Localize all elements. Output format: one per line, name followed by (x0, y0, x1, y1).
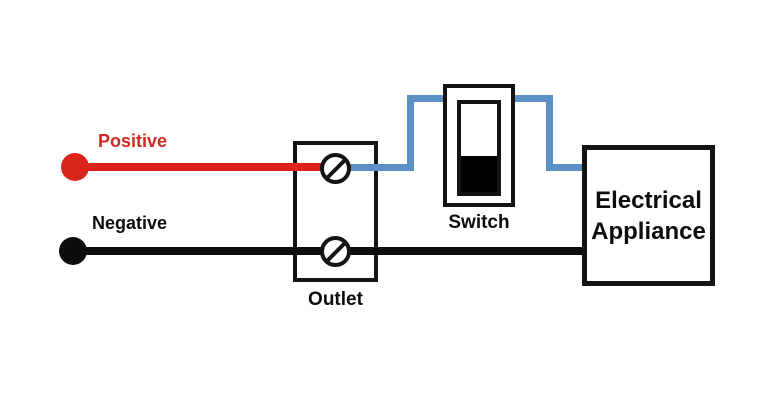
appliance-label-line2: Appliance (591, 217, 706, 245)
connector-wire-left-riser (407, 95, 414, 171)
connector-wire-from-switch (513, 95, 553, 102)
appliance-box: Electrical Appliance (582, 145, 715, 286)
connector-wire-outlet-run (350, 164, 414, 171)
connector-wire-right-drop (546, 95, 553, 171)
connector-wire-appliance-run (546, 164, 586, 171)
outlet-terminal-top (320, 153, 351, 184)
switch-rocker-off-half (461, 104, 497, 156)
positive-label: Positive (98, 131, 168, 151)
positive-wire (75, 163, 335, 171)
positive-terminal-dot (61, 153, 89, 181)
screw-slash-icon (325, 158, 346, 179)
appliance-label-line1: Electrical (595, 186, 702, 214)
outlet-terminal-bottom (320, 236, 351, 267)
switch-rocker (457, 100, 501, 196)
screw-slash-icon (325, 241, 346, 262)
outlet-label: Outlet (308, 289, 363, 310)
negative-terminal-dot (59, 237, 87, 265)
switch-label: Switch (448, 212, 510, 233)
connector-wire-to-switch (407, 95, 445, 102)
negative-label: Negative (92, 213, 168, 233)
switch-rocker-on-half (461, 156, 497, 192)
